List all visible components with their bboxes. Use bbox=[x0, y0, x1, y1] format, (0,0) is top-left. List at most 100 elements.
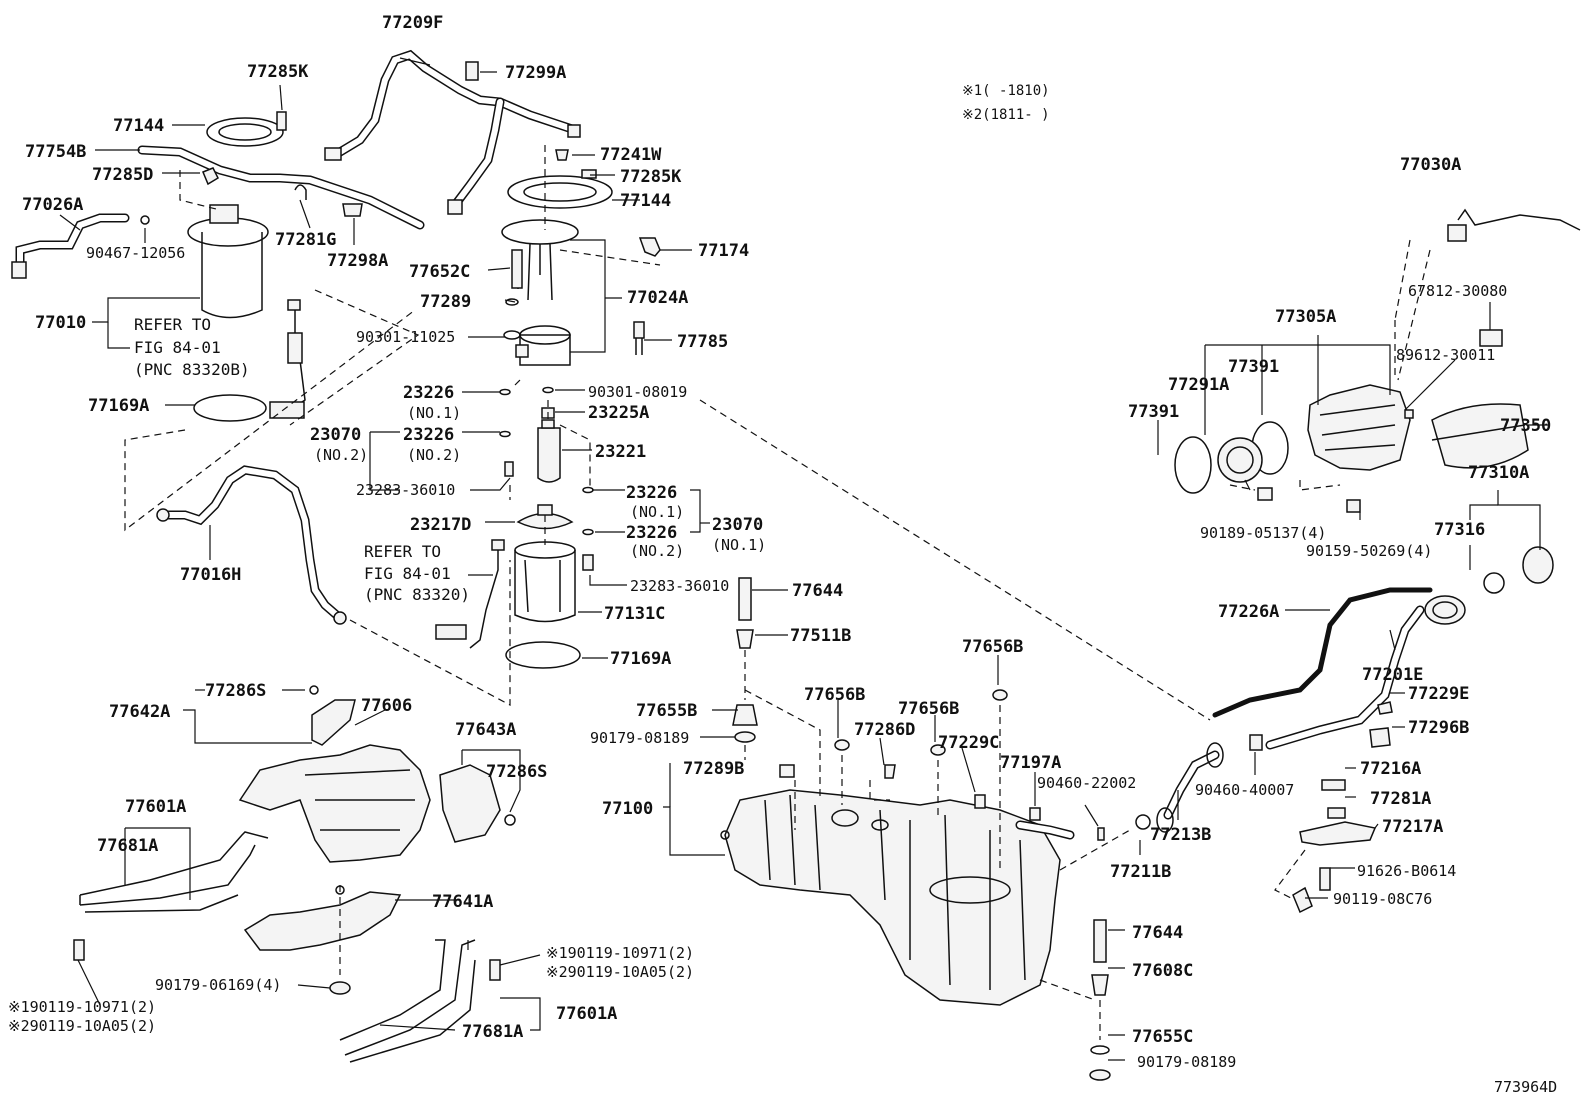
label-77174: 77174 bbox=[698, 241, 749, 261]
label-77209F: 77209F bbox=[382, 13, 443, 33]
brackets-77216A-77217A bbox=[1292, 779, 1377, 914]
label-77289B: 77289B bbox=[683, 759, 744, 779]
label-77026A: 77026A bbox=[22, 195, 83, 215]
label-77656B-b: 77656B bbox=[804, 685, 865, 705]
label-77391-b: 77391 bbox=[1128, 402, 1179, 422]
label-77644-b: 77644 bbox=[1132, 923, 1183, 943]
ref2-line3: (PNC 83320) bbox=[364, 585, 470, 604]
label-77286S-a: 77286S bbox=[205, 681, 266, 701]
label-90179-08189-a: 90179-08189 bbox=[590, 729, 689, 747]
label-23225A: 23225A bbox=[588, 403, 649, 423]
label-77652C: 77652C bbox=[409, 262, 470, 282]
label-77608C: 77608C bbox=[1132, 961, 1193, 981]
sublabel-no2-c: (NO.2) bbox=[630, 542, 684, 560]
label-90301-11025: 90301-11025 bbox=[356, 328, 455, 346]
label-77229C: 77229C bbox=[938, 733, 999, 753]
label-77655B: 77655B bbox=[636, 701, 697, 721]
label-77305A: 77305A bbox=[1275, 307, 1336, 327]
label-77285K-a: 77285K bbox=[247, 62, 309, 82]
label-77216A: 77216A bbox=[1360, 759, 1421, 779]
label-77217A: 77217A bbox=[1382, 817, 1443, 837]
sublabel-no1-b: (NO.1) bbox=[630, 503, 684, 521]
label-77285K-b: 77285K bbox=[620, 167, 682, 187]
label-77601A-b: 77601A bbox=[556, 1004, 617, 1024]
connector-77785 bbox=[633, 321, 645, 355]
label-77785: 77785 bbox=[677, 332, 728, 352]
label-77131C: 77131C bbox=[604, 604, 665, 624]
label-77350: 77350 bbox=[1500, 416, 1551, 436]
label-77286S-b: 77286S bbox=[486, 762, 547, 782]
bracket-77174 bbox=[638, 237, 661, 257]
protector-77606 bbox=[238, 685, 431, 863]
label-90460-40007: 90460-40007 bbox=[1195, 781, 1294, 799]
label-77169A-b: 77169A bbox=[610, 649, 671, 669]
ref1-line1: REFER TO bbox=[134, 315, 211, 334]
fuel-lines-upper bbox=[324, 49, 581, 215]
label-77656B-a: 77656B bbox=[962, 637, 1023, 657]
label-90179-06169: 90179-06169(4) bbox=[155, 976, 281, 994]
label-77511B: 77511B bbox=[790, 626, 851, 646]
label-77644-a: 77644 bbox=[792, 581, 843, 601]
fuel-door-assy bbox=[1174, 208, 1581, 594]
label-77211B: 77211B bbox=[1110, 862, 1171, 882]
label-77606: 77606 bbox=[361, 696, 412, 716]
label-23283-36010-a: 23283-36010 bbox=[356, 481, 455, 499]
leader-lines bbox=[59, 57, 1548, 1061]
label-90159-50269: 90159-50269(4) bbox=[1306, 542, 1432, 560]
label-77391-a: 77391 bbox=[1228, 357, 1279, 377]
label-90301-08019: 90301-08019 bbox=[588, 383, 687, 401]
protector-77643A bbox=[439, 764, 516, 843]
label-90119-note2-right: ※290119-10A05(2) bbox=[546, 963, 694, 981]
gasket-77169A-lower bbox=[505, 641, 581, 669]
label-90460-22002: 90460-22002 bbox=[1037, 774, 1136, 792]
dashed-guides bbox=[124, 145, 1431, 1040]
gasket-77169A-upper bbox=[193, 394, 267, 422]
label-89612-30011: 89612-30011 bbox=[1396, 346, 1495, 364]
label-77201E: 77201E bbox=[1362, 665, 1423, 685]
label-77226A: 77226A bbox=[1218, 602, 1279, 622]
label-23217D: 23217D bbox=[410, 515, 471, 535]
sublabel-no2-b: (NO.2) bbox=[407, 446, 461, 464]
label-77310A: 77310A bbox=[1468, 463, 1529, 483]
label-77601A-a: 77601A bbox=[125, 797, 186, 817]
label-23226-4: 23226 bbox=[626, 523, 677, 543]
label-77286D: 77286D bbox=[854, 720, 915, 740]
label-77299A: 77299A bbox=[505, 63, 566, 83]
label-77316: 77316 bbox=[1434, 520, 1485, 540]
label-77643A: 77643A bbox=[455, 720, 516, 740]
ref1-line2: FIG 84-01 bbox=[134, 338, 221, 357]
label-23226-3: 23226 bbox=[626, 483, 677, 503]
label-77642A: 77642A bbox=[109, 702, 170, 722]
label-90119-note1-left: ※190119-10971(2) bbox=[8, 998, 156, 1016]
label-90119-note2-left: ※290119-10A05(2) bbox=[8, 1017, 156, 1035]
diagram-id: 773964D bbox=[1494, 1078, 1557, 1096]
label-77213B: 77213B bbox=[1150, 825, 1211, 845]
label-77681A-a: 77681A bbox=[97, 836, 158, 856]
label-77100: 77100 bbox=[602, 799, 653, 819]
filler-hose-77213B bbox=[1135, 734, 1263, 833]
label-77641A: 77641A bbox=[432, 892, 493, 912]
ref2-line2: FIG 84-01 bbox=[364, 564, 451, 583]
fuel-sender-77010 bbox=[11, 204, 306, 419]
label-77296B: 77296B bbox=[1408, 718, 1469, 738]
fuel-hose-77016H bbox=[156, 465, 347, 625]
label-23226-1: 23226 bbox=[403, 383, 454, 403]
check-valves-center bbox=[732, 577, 758, 743]
label-90119-08C76: 90119-08C76 bbox=[1333, 890, 1432, 908]
label-77016H: 77016H bbox=[180, 565, 241, 585]
label-77681A-b: 77681A bbox=[462, 1022, 523, 1042]
label-77024A: 77024A bbox=[627, 288, 688, 308]
note-1: ※1( -1810) bbox=[962, 83, 1050, 99]
label-91626-B0614: 91626-B0614 bbox=[1357, 862, 1456, 880]
label-77655C: 77655C bbox=[1132, 1027, 1193, 1047]
fuel-tank-77100 bbox=[720, 689, 1105, 1006]
label-90189-05137: 90189-05137(4) bbox=[1200, 524, 1326, 542]
label-77285D: 77285D bbox=[92, 165, 153, 185]
label-77197A: 77197A bbox=[1000, 753, 1061, 773]
label-77229E: 77229E bbox=[1408, 684, 1469, 704]
label-77144-b: 77144 bbox=[620, 191, 671, 211]
ref1-line3: (PNC 83320B) bbox=[134, 360, 250, 379]
label-90119-note1-right: ※190119-10971(2) bbox=[546, 944, 694, 962]
label-23221: 23221 bbox=[595, 442, 646, 462]
